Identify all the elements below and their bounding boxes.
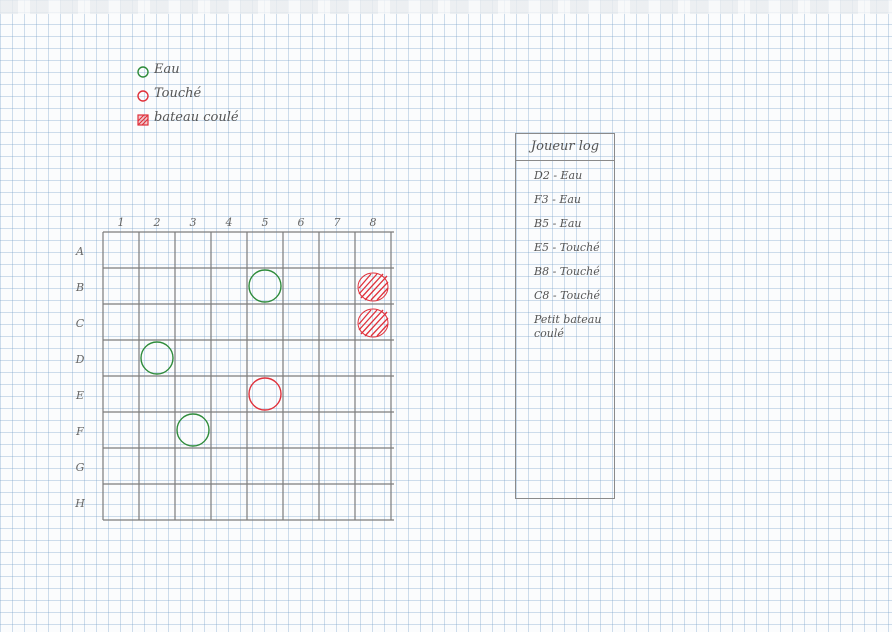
log-entry: Petit bateau coulé xyxy=(534,313,602,340)
torn-paper-edge xyxy=(0,0,892,14)
column-label: 4 xyxy=(225,216,233,229)
row-label: C xyxy=(75,317,85,330)
water-circle-marker xyxy=(175,412,211,448)
log-entry: C8 - Touché xyxy=(534,289,601,302)
column-label: 2 xyxy=(153,216,161,229)
legend-water-label: Eau xyxy=(154,62,180,77)
log-title: Joueur log xyxy=(516,134,614,161)
row-label: D xyxy=(75,353,85,366)
log-entry: E5 - Touché xyxy=(534,241,600,254)
column-label: 3 xyxy=(189,216,197,229)
column-label: 8 xyxy=(369,216,377,229)
red-circle-icon xyxy=(137,90,149,102)
log-entry: B8 - Touché xyxy=(534,265,600,278)
legend-sunk-label: bateau coulé xyxy=(154,110,239,125)
water-circle-marker xyxy=(247,268,283,304)
row-label: E xyxy=(75,389,85,402)
row-label: F xyxy=(76,425,84,438)
log-entry: F3 - Eau xyxy=(534,193,582,206)
game-log-panel: Joueur log D2 - Eau F3 - Eau B5 - Eau E5… xyxy=(515,133,615,499)
hit-circle-marker xyxy=(247,376,283,412)
board-grid xyxy=(102,231,394,521)
log-entry: D2 - Eau xyxy=(534,169,583,182)
column-label: 7 xyxy=(333,216,341,229)
game-board: 1 2 3 4 5 6 7 8 A B C D E F G H xyxy=(75,216,397,524)
legend-hit-label: Touché xyxy=(154,86,202,101)
column-label: 6 xyxy=(297,216,305,229)
green-circle-icon xyxy=(137,66,149,78)
log-entry: B5 - Eau xyxy=(534,217,582,230)
column-label: 1 xyxy=(117,216,125,229)
row-label: A xyxy=(76,245,84,258)
log-entries: D2 - Eau F3 - Eau B5 - Eau E5 - Touché B… xyxy=(516,161,614,341)
row-label: H xyxy=(75,497,85,510)
sunk-hatch-marker xyxy=(355,304,391,340)
column-label: 5 xyxy=(261,216,269,229)
water-circle-marker xyxy=(139,340,175,376)
row-label: B xyxy=(75,281,85,294)
sunk-hatch-marker xyxy=(355,268,391,304)
row-label: G xyxy=(75,461,85,474)
red-hatched-square-icon xyxy=(137,114,149,126)
